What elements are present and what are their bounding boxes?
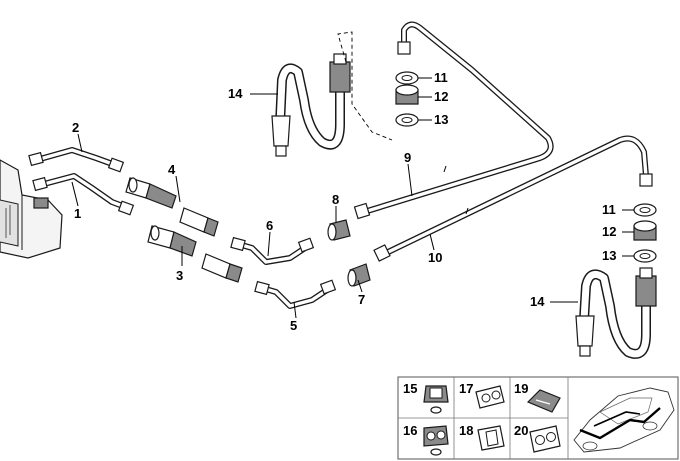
thumbnail-clip-18[interactable]: 18 [459, 423, 505, 451]
washer-11-upper[interactable] [395, 71, 419, 85]
washer-13-lower[interactable] [633, 249, 657, 263]
vehicle-location-car-icon [573, 387, 675, 453]
thumb-label-16: 16 [403, 423, 417, 438]
callout-13-upper: 13 [434, 112, 448, 127]
thumb-label-17: 17 [459, 381, 473, 396]
brake-pipe-5[interactable] [254, 279, 337, 309]
callout-4: 4 [168, 162, 176, 177]
thumbnail-clip-17[interactable]: 17 [459, 381, 505, 409]
washer-11-lower[interactable] [633, 203, 657, 217]
brake-hose-14-upper[interactable] [271, 53, 351, 157]
callout-10: 10 [428, 250, 442, 265]
brake-pipe-10[interactable] [373, 135, 653, 262]
nut-12-upper[interactable] [395, 84, 419, 105]
nut-12-lower[interactable] [633, 220, 657, 241]
fitting-assembly-4[interactable] [125, 177, 219, 237]
assembly-guide-line-upper [337, 31, 393, 141]
callout-14-upper: 14 [228, 86, 243, 101]
hydraulic-unit [0, 159, 63, 259]
callout-12-upper: 12 [434, 89, 448, 104]
callout-3: 3 [176, 268, 183, 283]
brake-hose-14-lower[interactable] [575, 267, 657, 359]
callout-11-upper: 11 [434, 70, 448, 85]
brake-pipe-1[interactable] [32, 173, 135, 216]
callout-13-lower: 13 [602, 248, 616, 263]
callout-12-lower: 12 [602, 224, 616, 239]
fitting-assembly-3[interactable] [147, 225, 243, 283]
callout-6: 6 [266, 218, 273, 233]
brake-pipe-9[interactable] [353, 21, 554, 220]
callout-14-lower: 14 [530, 294, 545, 309]
thumb-label-15: 15 [403, 381, 417, 396]
brake-pipe-6[interactable] [230, 236, 315, 265]
callout-labels: 1 2 3 4 5 6 7 8 9 10 11 12 13 14 11 12 1… [72, 70, 616, 333]
thumbnail-clip-15[interactable]: 15 [403, 381, 449, 414]
washer-13-upper[interactable] [395, 113, 419, 127]
callout-8: 8 [332, 192, 339, 207]
callout-9: 9 [404, 150, 411, 165]
thumbnail-clip-20[interactable]: 20 [514, 423, 561, 453]
thumb-label-18: 18 [459, 423, 473, 438]
leader-lines [71, 77, 634, 319]
callout-5: 5 [290, 318, 297, 333]
callout-2: 2 [72, 120, 79, 135]
thumb-label-19: 19 [514, 381, 528, 396]
thumbnail-clip-19[interactable]: 19 [514, 381, 561, 413]
callout-1: 1 [74, 206, 81, 221]
coupling-8[interactable] [327, 219, 351, 241]
thumb-label-20: 20 [514, 423, 528, 438]
coupling-7[interactable] [347, 263, 371, 287]
brake-pipe-2[interactable] [28, 147, 125, 173]
callout-7: 7 [358, 292, 365, 307]
callout-11-lower: 11 [602, 202, 616, 217]
thumbnail-clip-16[interactable]: 16 [403, 423, 449, 456]
